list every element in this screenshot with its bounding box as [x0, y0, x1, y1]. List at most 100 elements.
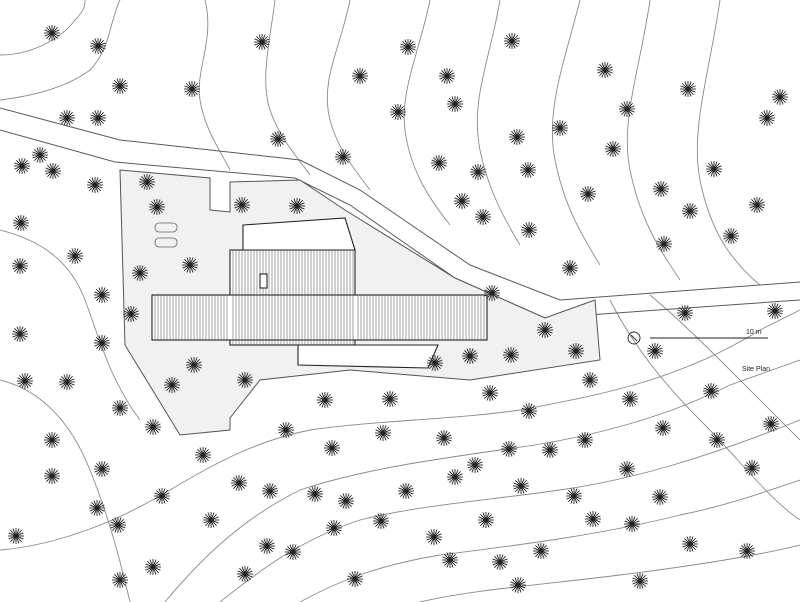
tree-symbol-icon	[427, 355, 443, 371]
tree-symbol-icon	[585, 511, 601, 527]
tree-symbol-icon	[744, 460, 760, 476]
tree-symbol-icon	[13, 215, 29, 231]
scale-label: 10 m	[746, 329, 762, 336]
roof-hatching	[154, 250, 485, 345]
tree-symbol-icon	[582, 372, 598, 388]
tree-symbol-icon	[767, 303, 783, 319]
tree-symbol-icon	[655, 420, 671, 436]
tree-symbol-icon	[45, 163, 61, 179]
tree-symbol-icon	[492, 554, 508, 570]
tree-symbol-icon	[59, 374, 75, 390]
tree-symbol-icon	[90, 38, 106, 54]
tree-symbol-icon	[431, 155, 447, 171]
tree-symbol-icon	[537, 322, 553, 338]
tree-symbol-icon	[89, 500, 105, 516]
tree-symbol-icon	[324, 440, 340, 456]
tree-symbol-icon	[262, 483, 278, 499]
tree-symbol-icon	[520, 162, 536, 178]
tree-symbol-icon	[462, 348, 478, 364]
tree-symbol-icon	[542, 442, 558, 458]
tree-symbol-icon	[622, 391, 638, 407]
tree-symbol-icon	[439, 68, 455, 84]
tree-symbol-icon	[307, 486, 323, 502]
tree-symbol-icon	[577, 432, 593, 448]
tree-symbol-icon	[8, 528, 24, 544]
tree-symbol-icon	[619, 461, 635, 477]
tree-symbol-icon	[112, 400, 128, 416]
tree-symbol-icon	[513, 478, 529, 494]
tree-symbol-icon	[521, 403, 537, 419]
tree-symbol-icon	[759, 110, 775, 126]
tree-symbol-icon	[501, 441, 517, 457]
tree-symbol-icon	[373, 513, 389, 529]
upper-terrace	[242, 217, 356, 251]
tree-symbol-icon	[347, 571, 363, 587]
tree-symbol-icon	[145, 559, 161, 575]
tree-symbol-icon	[619, 101, 635, 117]
tree-symbol-icon	[94, 287, 110, 303]
tree-symbol-icon	[763, 416, 779, 432]
tree-symbol-icon	[87, 177, 103, 193]
building-footprint	[151, 217, 488, 369]
tree-symbol-icon	[467, 457, 483, 473]
tree-symbol-icon	[145, 419, 161, 435]
tree-symbol-icon	[653, 181, 669, 197]
tree-symbol-icon	[44, 468, 60, 484]
tree-symbol-icon	[352, 68, 368, 84]
tree-symbol-icon	[566, 488, 582, 504]
tree-symbol-icon	[12, 326, 28, 342]
tree-symbol-icon	[154, 488, 170, 504]
tree-symbol-icon	[32, 147, 48, 163]
tree-symbol-icon	[195, 447, 211, 463]
tree-symbol-icon	[426, 529, 442, 545]
tree-symbol-icon	[390, 104, 406, 120]
parking-spaces	[154, 222, 178, 248]
tree-symbol-icon	[475, 209, 491, 225]
tree-symbol-icon	[652, 489, 668, 505]
tree-symbol-icon	[270, 131, 286, 147]
tree-symbol-icon	[552, 120, 568, 136]
tree-symbol-icon	[503, 347, 519, 363]
tree-symbol-icon	[656, 236, 672, 252]
tree-symbol-icon	[237, 566, 253, 582]
tree-symbol-icon	[382, 391, 398, 407]
tree-symbol-icon	[184, 81, 200, 97]
scale-bar: 10 m Site Plan	[627, 329, 770, 373]
north-arrow-icon	[627, 331, 641, 345]
tree-symbol-icon	[112, 572, 128, 588]
tree-symbol-icon	[94, 335, 110, 351]
tree-symbol-icon	[647, 343, 663, 359]
tree-symbol-icon	[259, 538, 275, 554]
tree-symbol-icon	[375, 425, 391, 441]
tree-symbol-icon	[112, 78, 128, 94]
north-arrow-needle	[630, 334, 638, 342]
lower-terrace	[297, 344, 439, 369]
tree-symbol-icon	[94, 461, 110, 477]
plan-title: Site Plan	[742, 366, 770, 373]
tree-symbol-icon	[231, 475, 247, 491]
tree-symbol-icon	[335, 149, 351, 165]
tree-symbol-icon	[470, 164, 486, 180]
tree-symbol-icon	[510, 577, 526, 593]
tree-symbol-icon	[624, 516, 640, 532]
tree-symbol-icon	[44, 25, 60, 41]
tree-symbol-icon	[632, 573, 648, 589]
tree-symbol-icon	[317, 392, 333, 408]
tree-symbol-icon	[234, 197, 250, 213]
tree-symbol-icon	[90, 110, 106, 126]
tree-symbol-icon	[338, 493, 354, 509]
tree-symbol-icon	[442, 552, 458, 568]
tree-symbol-icon	[478, 512, 494, 528]
long-roof	[151, 294, 488, 341]
tree-symbol-icon	[580, 186, 596, 202]
tree-symbol-icon	[44, 432, 60, 448]
tree-symbol-icon	[123, 306, 139, 322]
tree-symbol-icon	[739, 543, 755, 559]
tree-symbol-icon	[254, 34, 270, 50]
tree-symbol-icon	[482, 385, 498, 401]
tree-symbol-icon	[436, 430, 452, 446]
tree-symbol-icon	[723, 228, 739, 244]
tree-symbol-icon	[568, 343, 584, 359]
